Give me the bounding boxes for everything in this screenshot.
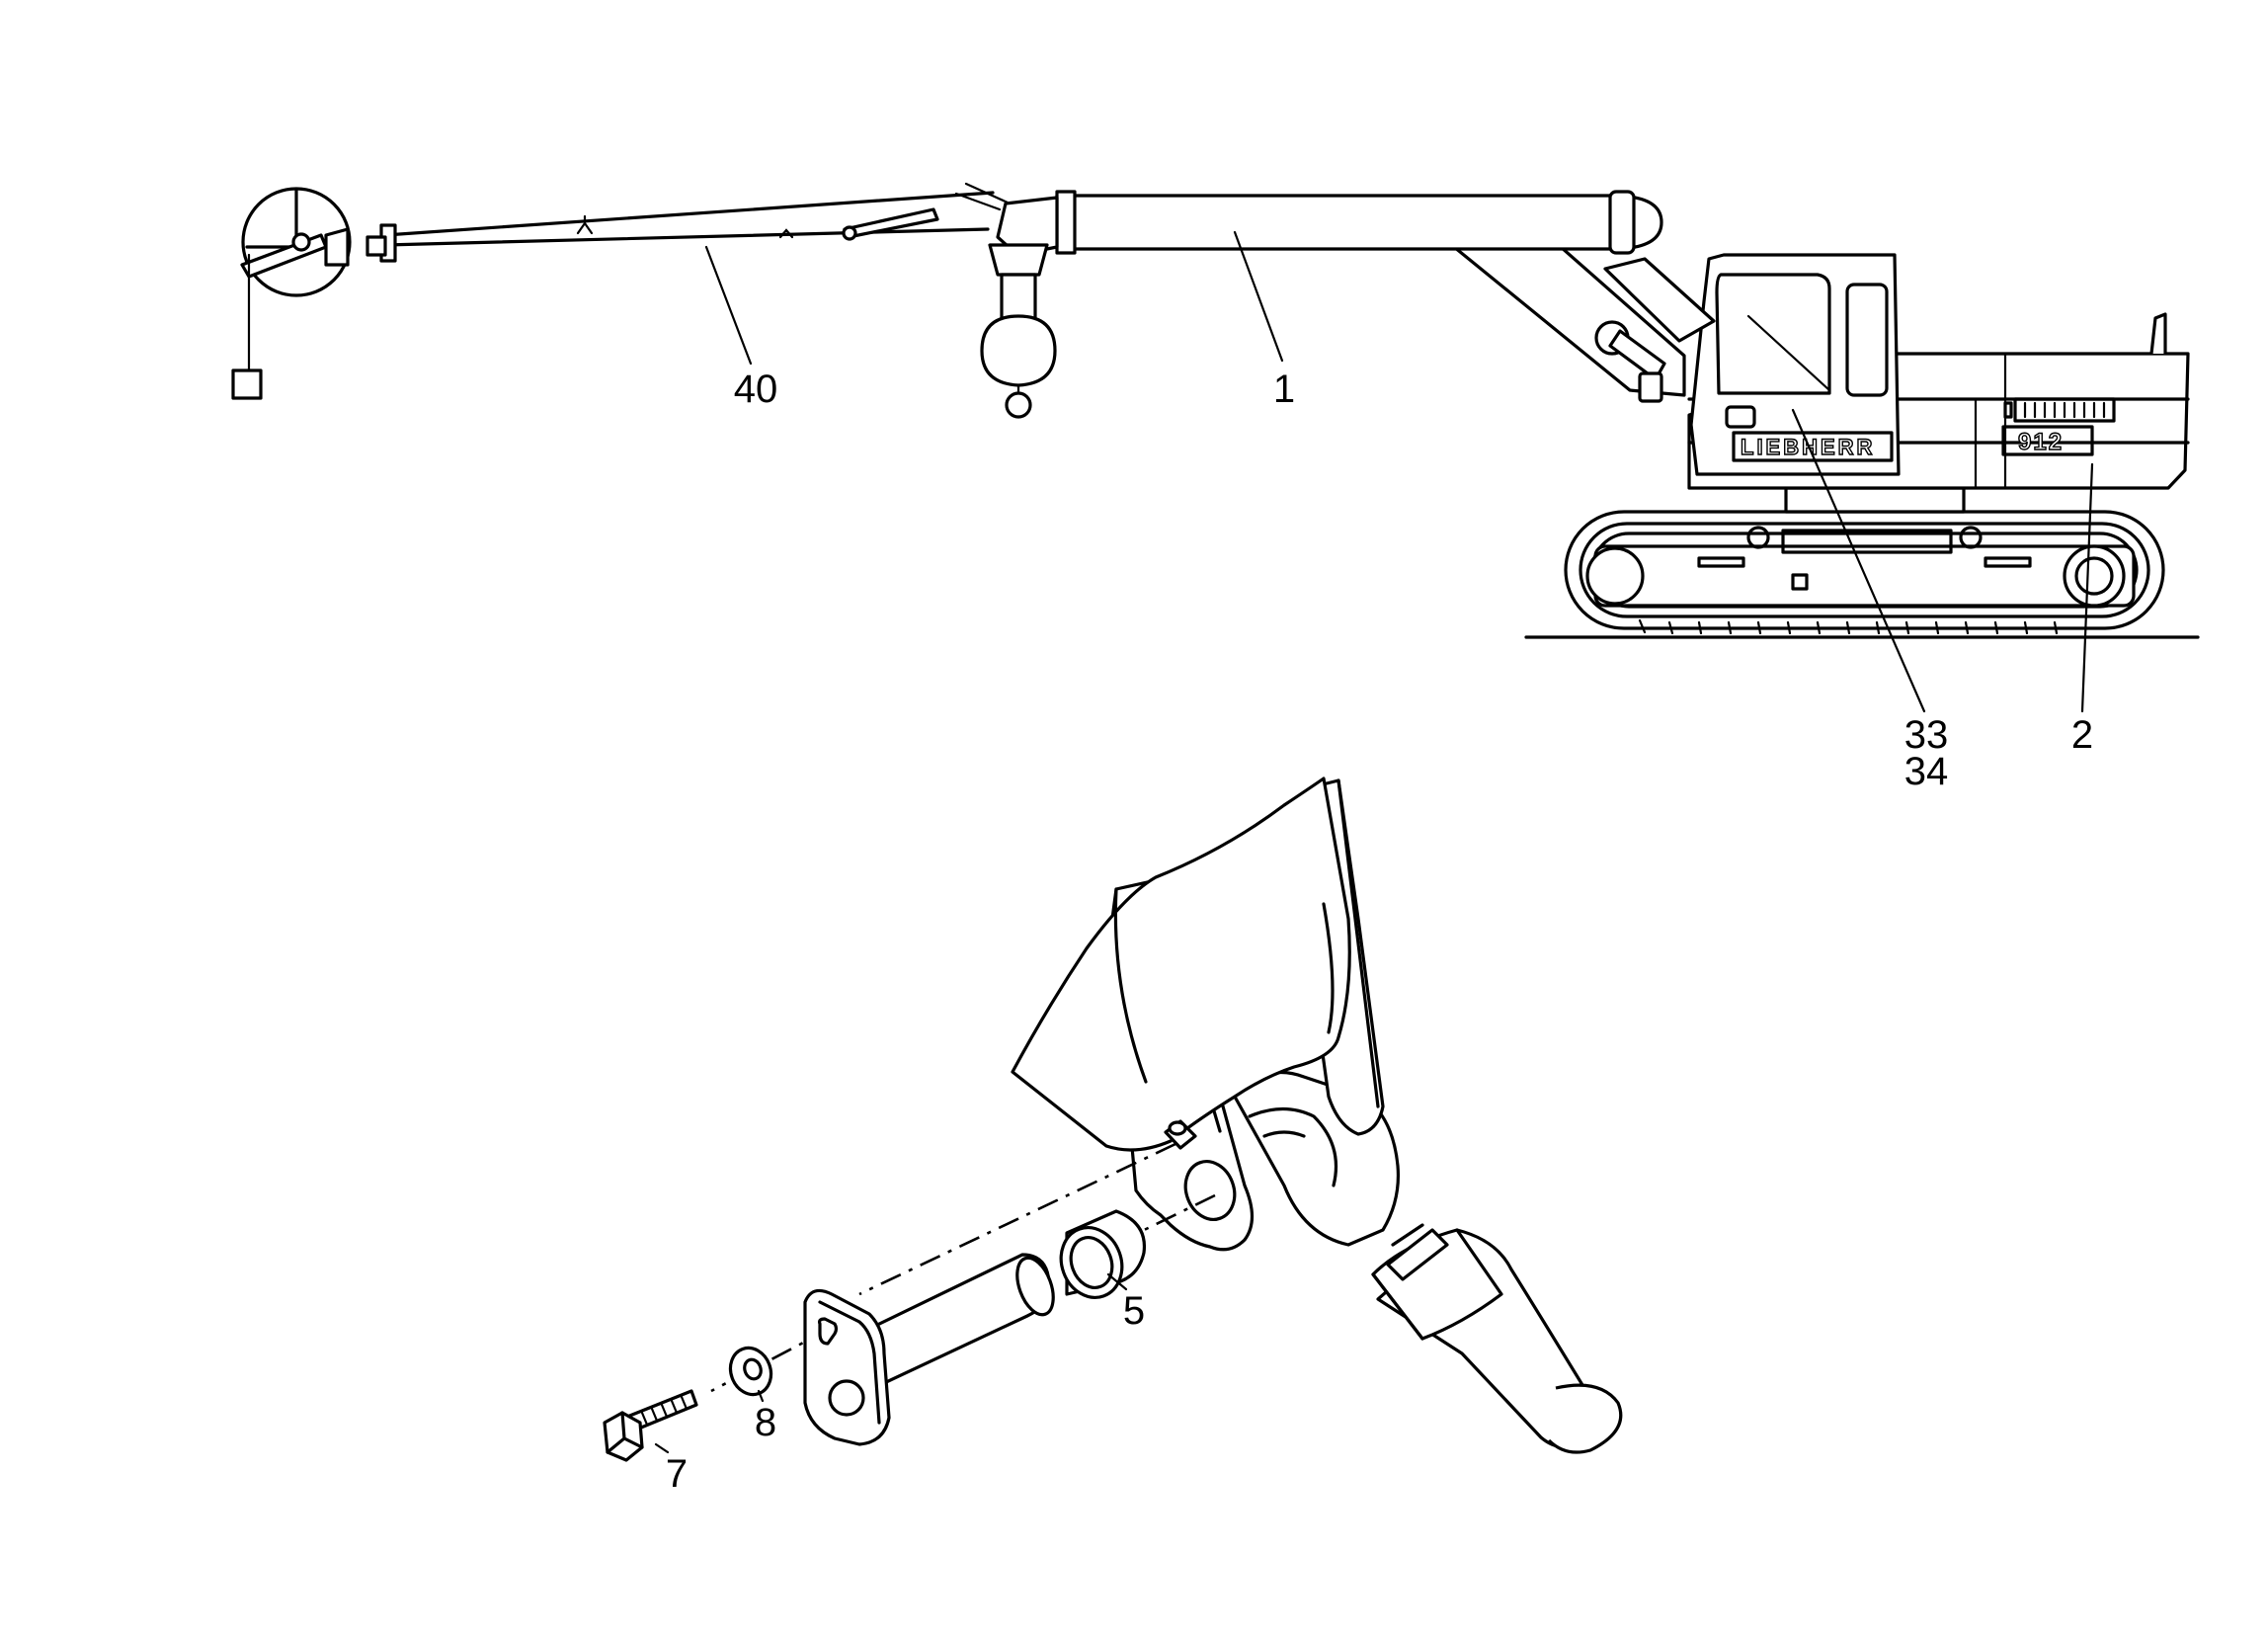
turntable <box>1784 486 1966 514</box>
boom-body <box>1011 777 1351 1152</box>
hydraulic-cylinder <box>1371 1223 1623 1454</box>
main-boom <box>996 190 1663 257</box>
leader-lines-upper <box>704 230 2094 713</box>
pin-part <box>803 1253 1055 1446</box>
exhaust-pipe <box>2149 312 2167 355</box>
cab-window-front <box>1715 273 1831 395</box>
boom-end-collar <box>1608 190 1636 255</box>
pin-detail <box>603 777 1623 1462</box>
bushing-part-5 <box>1059 1209 1147 1299</box>
radiator-grille <box>2013 397 2116 423</box>
hook-block-body <box>980 314 1057 387</box>
pin-plate <box>803 1288 891 1446</box>
crawler-track <box>1564 510 2165 635</box>
boom-knuckle <box>1011 777 1401 1252</box>
jib-upper-chord <box>383 191 995 237</box>
boom-head-collar <box>1055 190 1077 255</box>
callout-labels: 40 1 33 34 2 5 8 7 <box>666 368 2093 1496</box>
operator-cab: LIEBHERR <box>1689 253 1901 476</box>
washer-part-8 <box>728 1346 773 1397</box>
callout-2: 2 <box>2071 713 2093 757</box>
jib-lower-chord <box>383 227 990 247</box>
boom-tube <box>1055 194 1663 251</box>
idler-wheel <box>1585 546 1645 606</box>
drive-sprocket <box>2063 544 2126 608</box>
plate-slot <box>817 1317 839 1346</box>
callout-33: 33 <box>1904 713 1949 757</box>
plate-hole <box>828 1379 865 1417</box>
lift-cylinder <box>1603 257 1716 343</box>
callout-40: 40 <box>734 368 778 411</box>
callout-7: 7 <box>666 1452 688 1496</box>
cab-logo-badge <box>1725 405 1756 429</box>
test-weight <box>231 368 263 400</box>
jib <box>365 182 1010 263</box>
bolt-part-7 <box>603 1389 698 1462</box>
callout-1: 1 <box>1273 368 1295 411</box>
grease-nipple <box>1164 1119 1197 1150</box>
model-number: 912 <box>2018 429 2064 455</box>
boom-foot <box>1452 245 1716 403</box>
hook-icon <box>1005 391 1032 419</box>
model-plate <box>2001 425 2094 456</box>
axis-line-nipple <box>858 1142 1176 1296</box>
leader-lines-lower <box>654 1272 1128 1454</box>
callout-34: 34 <box>1904 750 1949 793</box>
hook-block <box>980 243 1057 419</box>
cylinder-end <box>1547 1383 1623 1454</box>
callout-5: 5 <box>1123 1289 1145 1333</box>
brand-plate <box>1732 431 1894 462</box>
cab-window-side <box>1845 283 1889 397</box>
axis-line-bore <box>1133 1193 1216 1237</box>
jib-head <box>231 187 352 400</box>
callout-8: 8 <box>755 1401 776 1444</box>
crane-machine: 912 LIEBHERR <box>231 182 2200 713</box>
